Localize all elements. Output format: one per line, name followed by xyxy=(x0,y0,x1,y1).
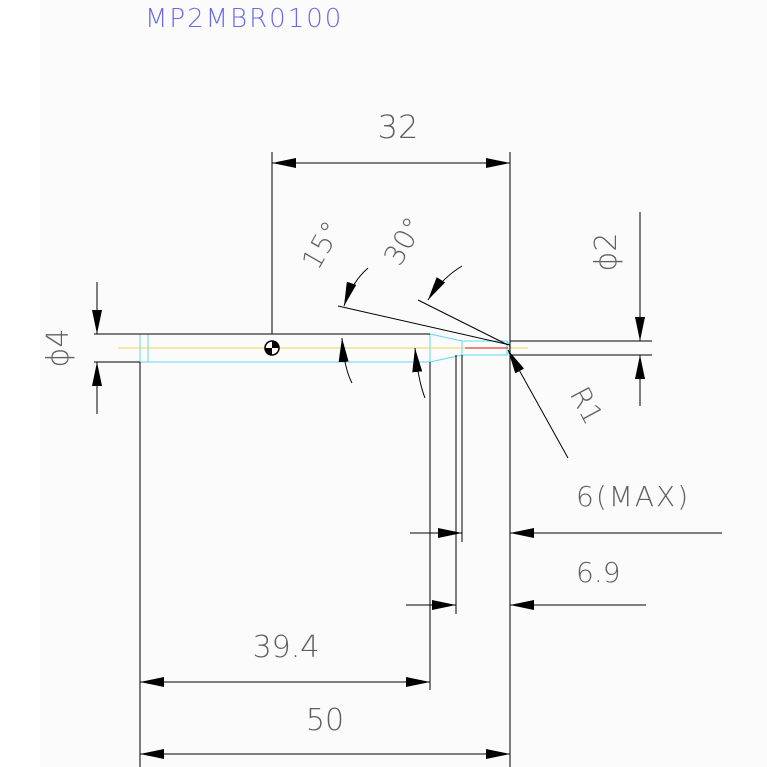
dimension-tip-diameter: ϕ2 xyxy=(510,212,652,406)
drawing-title: MP2MBR0100 xyxy=(145,4,343,34)
dimension-flute-length: 32 xyxy=(271,108,511,767)
dimension-overall-length: 50 xyxy=(140,703,510,759)
label-effective-length: 6(MAX) xyxy=(576,480,690,513)
dimension-body-length: 39.4 xyxy=(139,362,431,767)
label-angle-30: 30° xyxy=(377,212,430,271)
label-tip-diameter: ϕ2 xyxy=(589,233,624,272)
dimension-shank-diameter: ϕ4 xyxy=(41,282,102,414)
dimension-effective-length: 6(MAX) xyxy=(410,355,722,542)
dimension-tip-radius: R1 xyxy=(507,349,610,459)
drawing-sheet xyxy=(40,0,767,767)
datum-symbol xyxy=(264,340,280,356)
label-shank-diameter: ϕ4 xyxy=(41,329,76,368)
dimension-neck-length: 6.9 xyxy=(406,355,646,614)
label-overall-length: 50 xyxy=(306,703,344,738)
label-flute-length: 32 xyxy=(378,108,419,146)
dimension-angle-30: 30° xyxy=(377,212,509,399)
label-body-length: 39.4 xyxy=(253,630,320,665)
label-angle-15: 15° xyxy=(295,216,348,275)
label-tip-radius: R1 xyxy=(563,381,610,429)
label-neck-length: 6.9 xyxy=(576,556,621,589)
